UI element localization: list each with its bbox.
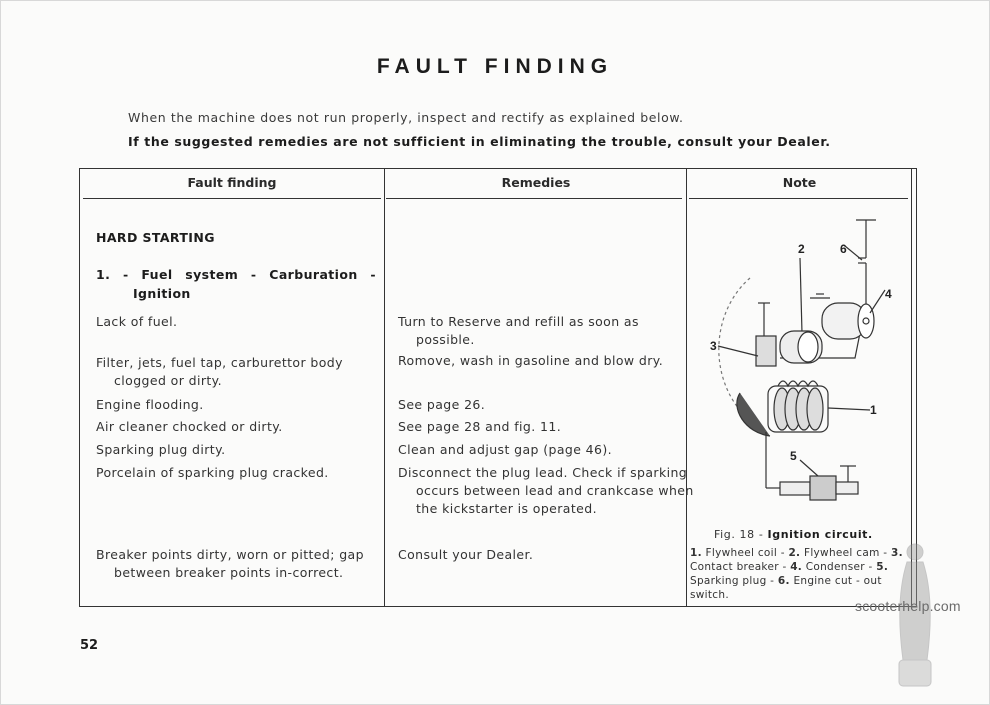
column-header-remedies: Remedies (501, 175, 571, 190)
figure-caption: Fig. 18 - Ignition circuit. (714, 528, 873, 541)
subsection-heading: 1. - Fuel system - Carburation - (96, 267, 376, 282)
diagram-label: 4 (885, 287, 892, 301)
column-divider (911, 169, 912, 606)
page-number: 52 (80, 638, 99, 653)
watermark-text: scooterhelp.com (855, 598, 961, 614)
remedy-item: Turn to Reserve and refill as soon as po… (398, 314, 639, 347)
fault-item: Sparking plug dirty. (96, 442, 226, 457)
fault-item: Lack of fuel. (96, 314, 178, 329)
diagram-label: 5 (790, 449, 797, 463)
column-divider (384, 169, 385, 606)
header-rule (386, 198, 682, 199)
intro-text: When the machine does not run properly, … (128, 110, 684, 125)
fault-item: Filter, jets, fuel tap, carburettor body… (96, 355, 343, 388)
diagram-label: 1 (870, 403, 877, 417)
remedy-item: See page 26. (398, 397, 486, 412)
fault-item: Breaker points dirty, worn or pitted; ga… (96, 547, 364, 580)
column-divider (686, 169, 687, 606)
page-title: FAULT FINDING (376, 55, 614, 78)
diagram-label: 6 (840, 242, 847, 256)
remedy-item: Consult your Dealer. (398, 547, 534, 562)
section-heading: HARD STARTING (96, 230, 215, 245)
header-rule (83, 198, 381, 199)
header-rule (689, 198, 908, 199)
remedy-item: Disconnect the plug lead. Check if spark… (398, 465, 694, 516)
remedy-item: Romove, wash in gasoline and blow dry. (398, 353, 664, 368)
column-header-fault: Fault finding (187, 175, 277, 190)
fault-item: Engine flooding. (96, 397, 204, 412)
diagram-label: 3 (710, 339, 717, 353)
column-header-note: Note (782, 175, 817, 190)
figure-legend: 1. Flywheel coil - 2. Flywheel cam - 3. … (690, 547, 903, 601)
fault-item: Air cleaner chocked or dirty. (96, 419, 283, 434)
fault-table: Fault finding Remedies Note (79, 168, 917, 607)
subsection-heading-cont: Ignition (133, 286, 191, 301)
remedy-item: See page 28 and fig. 11. (398, 419, 562, 434)
scooter-logo-watermark (898, 543, 932, 687)
remedy-item: Clean and adjust gap (page 46). (398, 442, 613, 457)
intro-warning: If the suggested remedies are not suffic… (128, 134, 831, 149)
fault-item: Porcelain of sparking plug cracked. (96, 465, 329, 480)
diagram-label: 2 (798, 242, 805, 256)
ignition-circuit-diagram: 2 6 4 3 1 5 (710, 219, 892, 501)
